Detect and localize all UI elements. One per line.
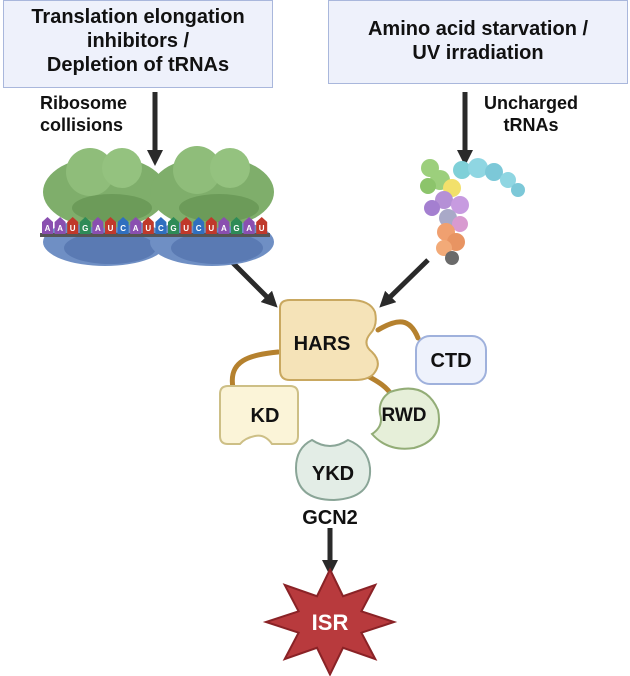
arrow-trna-to-gcn2 — [379, 258, 430, 308]
kd-domain — [219, 385, 299, 445]
mrna-nucleotide-label: A — [45, 224, 51, 233]
trigger-box-right-line-1: Amino acid starvation / — [367, 18, 589, 40]
mrna-nucleotide-label: A — [95, 224, 101, 233]
trna-segment — [511, 183, 525, 197]
mrna-nucleotide-label: C — [196, 224, 202, 233]
signal-right-line-1: Uncharged — [484, 93, 579, 113]
ribosome-2 — [150, 146, 274, 266]
trna-segment — [451, 196, 469, 214]
ctd-domain — [415, 335, 487, 385]
mrna-nucleotide — [256, 217, 268, 234]
mrna-nucleotide — [218, 217, 230, 234]
trna-segment — [500, 172, 516, 188]
mrna-nucleotide-label: A — [246, 224, 252, 233]
mrna-nucleotide — [168, 217, 179, 234]
trna-segment — [436, 240, 452, 256]
mrna-nucleotide — [105, 217, 116, 234]
mrna-nucleotide — [180, 217, 192, 234]
trna-segment — [435, 191, 453, 209]
gcn2-linker-hars-ctd — [375, 319, 421, 341]
trna-segment — [485, 163, 503, 181]
mrna-nucleotide-label: A — [57, 224, 63, 233]
mrna-nucleotide — [117, 217, 129, 234]
mrna-nucleotide-label: U — [70, 224, 76, 233]
mrna-nucleotide-label: C — [158, 224, 164, 233]
gcn2-label: GCN2 — [302, 507, 358, 529]
kd-label: KD — [251, 405, 280, 427]
arrow-ribosome-to-gcn2 — [230, 260, 278, 308]
trna-segment — [420, 178, 436, 194]
gcn2-linker-hars-kd — [229, 349, 281, 391]
signal-label-uncharged-trnas: Uncharged tRNAs — [484, 92, 578, 136]
mrna-nucleotide — [205, 217, 217, 234]
trna-segment — [468, 158, 488, 178]
ribosome-1 — [43, 148, 167, 266]
trigger-box-elongation-inhibitors: Translation elongation inhibitors / Depl… — [3, 0, 273, 88]
trigger-box-left-line-2: inhibitors / — [86, 30, 190, 52]
ctd-label: CTD — [430, 350, 471, 372]
mrna-nucleotide — [155, 217, 167, 234]
mrna-nucleotide-label: A — [221, 224, 227, 233]
mrna-nucleotide — [54, 217, 66, 234]
mrna-nucleotide-label: G — [170, 224, 176, 233]
mrna-nucleotide-label: U — [145, 224, 151, 233]
mrna-nucleotide-label: G — [233, 224, 239, 233]
mrna-nucleotide — [79, 217, 91, 234]
trna-segment — [424, 200, 440, 216]
isr-label: ISR — [312, 610, 349, 635]
mrna-nucleotide-label: U — [259, 224, 265, 233]
trigger-box-left-line-3: Depletion of tRNAs — [46, 54, 230, 76]
trna-segment — [452, 216, 468, 232]
hars-domain — [279, 299, 379, 381]
trna-segment — [453, 161, 471, 179]
rwd-label: RWD — [381, 405, 426, 426]
trna-segment — [445, 251, 459, 265]
ribosome-1-large-lobe-2 — [102, 148, 142, 188]
ribosome-1-large-shade — [72, 194, 152, 222]
mrna-nucleotide-label: A — [133, 224, 139, 233]
signal-right-line-2: tRNAs — [503, 115, 559, 135]
ribosome-2-large-lobe-2 — [210, 148, 250, 188]
ribosome-2-small-subunit-shade — [171, 232, 263, 264]
hars-label: HARS — [294, 333, 351, 355]
ykd-label: YKD — [312, 463, 354, 485]
signal-left-line-2: collisions — [40, 115, 124, 135]
mrna-nucleotide — [243, 217, 255, 234]
trigger-box-right-line-2: UV irradiation — [412, 42, 544, 64]
ribosome-1-small-subunit-shade — [64, 232, 156, 264]
mrna-nucleotide-label: G — [82, 224, 88, 233]
ribosome-2-large-shade — [179, 194, 259, 222]
signal-left-line-1: Ribosome — [40, 93, 128, 113]
mrna-nucleotide — [231, 217, 242, 234]
mrna-nucleotide — [42, 217, 53, 234]
ribosome-1-large-lobe — [66, 148, 114, 196]
mrna-nucleotide — [67, 217, 79, 234]
mrna-nucleotide — [92, 217, 104, 234]
mrna-nucleotide-label: U — [183, 224, 189, 233]
mrna-nucleotide — [193, 217, 205, 234]
mrna-nucleotide-label: U — [108, 224, 114, 233]
trigger-box-amino-acid-starvation: Amino acid starvation / UV irradiation — [328, 0, 628, 84]
rwd-domain — [370, 387, 440, 450]
mrna-nucleotide-label: U — [208, 224, 214, 233]
ribosome-2-large-lobe — [173, 146, 221, 194]
uncharged-trna — [420, 158, 525, 265]
signal-label-ribosome-collisions: Ribosome collisions — [40, 92, 127, 136]
mrna-nucleotide-label: C — [120, 224, 126, 233]
isr-burst — [262, 567, 398, 676]
mrna-nucleotide — [142, 217, 154, 234]
mrna-nucleotide — [130, 217, 142, 234]
trigger-box-left-line-1: Translation elongation — [31, 6, 245, 28]
ykd-domain — [294, 438, 372, 502]
mrna-backbone — [40, 233, 270, 237]
